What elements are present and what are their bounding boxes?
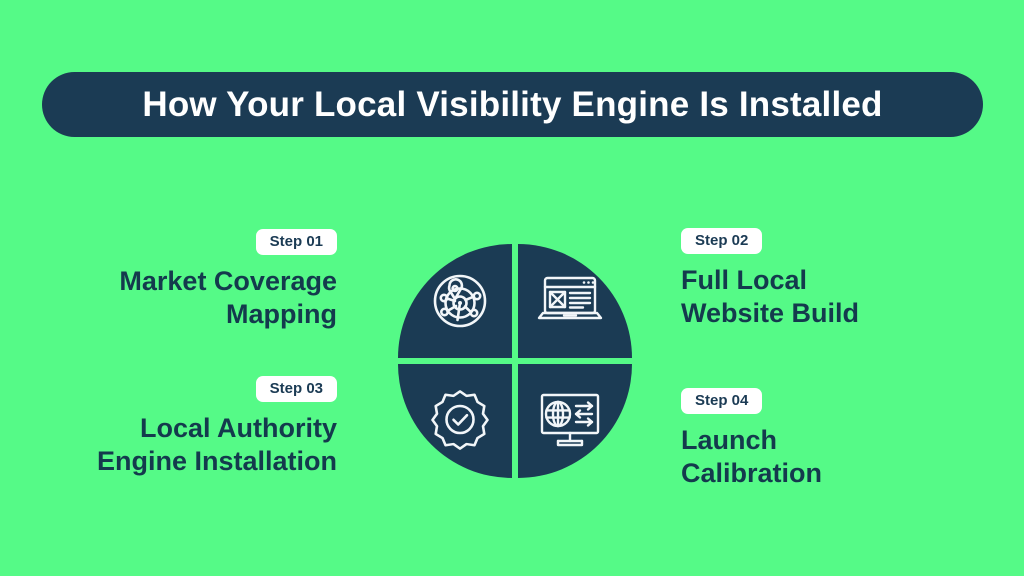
step-badge-04: Step 04 [681, 388, 763, 414]
step-badge-01: Step 01 [255, 229, 337, 255]
step-title-04: Launch Calibration [681, 425, 823, 489]
quadrant-step-02 [518, 244, 632, 358]
center-circle-graphic [398, 244, 632, 478]
quadrant-step-01 [398, 244, 512, 358]
page-title: How Your Local Visibility Engine Is Inst… [142, 85, 883, 124]
laptop-webpage-icon [537, 274, 613, 328]
step-block-04: Step 04 Launch Calibration [681, 388, 981, 491]
step-title-01: Market Coverage Mapping [119, 266, 337, 330]
quadrant-step-03 [398, 364, 512, 478]
step-badge-03: Step 03 [255, 376, 337, 402]
step-title-03: Local Authority Engine Installation [96, 413, 337, 477]
step-badge-02: Step 02 [681, 228, 763, 254]
gear-check-icon [419, 390, 491, 452]
quadrant-step-04 [518, 364, 632, 478]
step-block-01: Step 01 Market Coverage Mapping [40, 229, 337, 332]
step-title-02: Full Local Website Build [681, 265, 860, 329]
monitor-globe-sliders-icon [538, 391, 612, 451]
step-block-03: Step 03 Local Authority Engine Installat… [40, 376, 337, 479]
page-title-bar: How Your Local Visibility Engine Is Inst… [42, 72, 983, 137]
coverage-radar-icon [419, 270, 491, 332]
step-block-02: Step 02 Full Local Website Build [681, 228, 981, 331]
